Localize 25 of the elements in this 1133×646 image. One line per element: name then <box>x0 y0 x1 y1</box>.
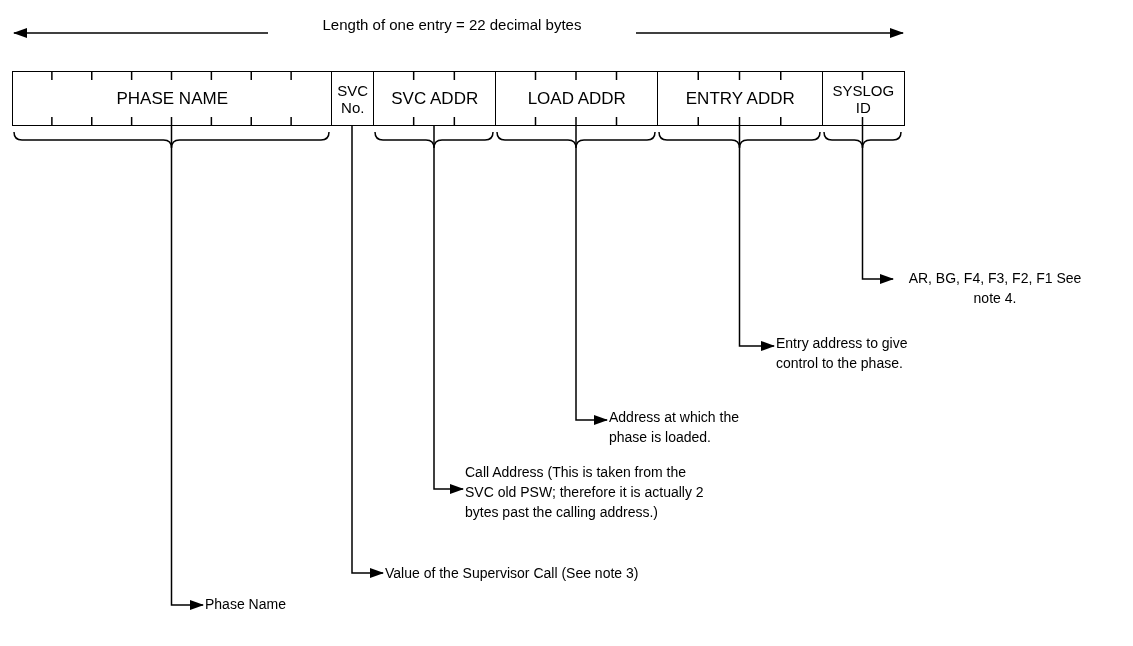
field-cell <box>373 71 497 126</box>
field-cell <box>822 71 905 126</box>
field-name: ENTRY ADDR <box>684 87 796 110</box>
description-text: Phase Name <box>205 594 325 614</box>
leader-arrow <box>738 125 775 351</box>
dimension-label: Length of one entry = 22 decimal bytes <box>321 16 583 34</box>
field-name: PHASE NAME <box>115 87 229 110</box>
description-text: Entry address to give control to the phase. <box>776 333 926 373</box>
field-cell <box>331 71 375 126</box>
description-text: AR, BG, F4, F3, F2, F1 See note 4. <box>895 268 1095 308</box>
field-name: SYSLOG ID <box>831 81 896 116</box>
field-name: SVC ADDR <box>390 87 480 110</box>
leader-arrow <box>575 125 608 425</box>
leader-arrow <box>433 125 464 494</box>
description-text: Call Address (This is taken from the SVC old PSW; therefore it is actually 2 bytes past the calling address.) <box>465 462 705 522</box>
field-cell <box>495 71 659 126</box>
field-cell <box>657 71 824 126</box>
field-cell <box>12 71 333 126</box>
description-text: Address at which the phase is loaded. <box>609 407 759 447</box>
leader-arrow <box>170 125 204 610</box>
field-name: SVC No. <box>336 81 370 116</box>
leader-arrow <box>861 125 894 284</box>
leader-arrow <box>351 125 384 578</box>
field-name: LOAD ADDR <box>526 87 627 110</box>
description-text: Value of the Supervisor Call (See note 3) <box>385 563 715 583</box>
